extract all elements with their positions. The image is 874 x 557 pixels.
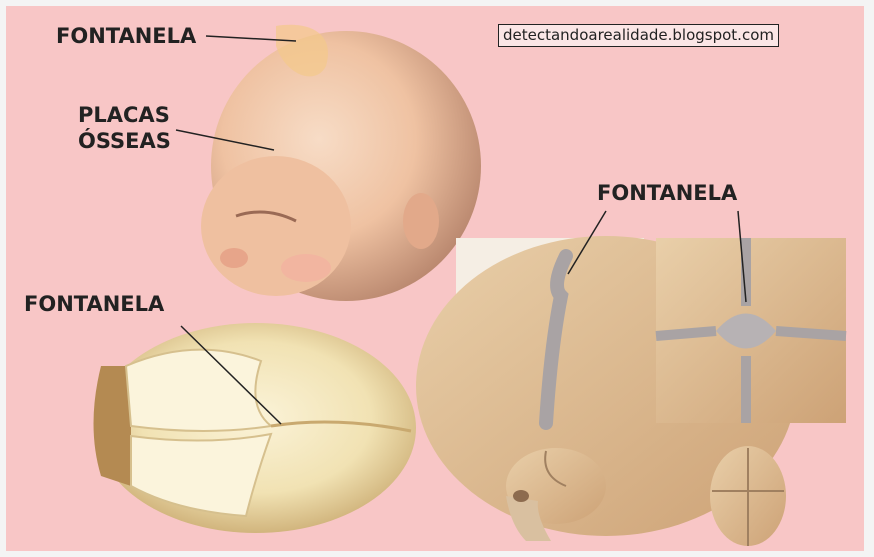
label-placas: PLACAS	[78, 104, 170, 126]
illustration-drawing	[6, 6, 864, 551]
label-fontanela-right: FONTANELA	[597, 182, 737, 204]
small-skull-top	[710, 446, 786, 546]
illustration-canvas: FONTANELA PLACAS ÓSSEAS FONTANELA FONTAN…	[6, 6, 864, 551]
label-fontanela-top: FONTANELA	[56, 25, 196, 47]
label-fontanela-left: FONTANELA	[24, 293, 164, 315]
label-osseas: ÓSSEAS	[78, 130, 171, 152]
fontanel-closeup-top	[656, 238, 846, 423]
watermark-url: detectandoarealidade.blogspot.com	[498, 24, 779, 47]
infant-skull-image	[94, 323, 417, 533]
baby-head-image	[201, 25, 481, 301]
